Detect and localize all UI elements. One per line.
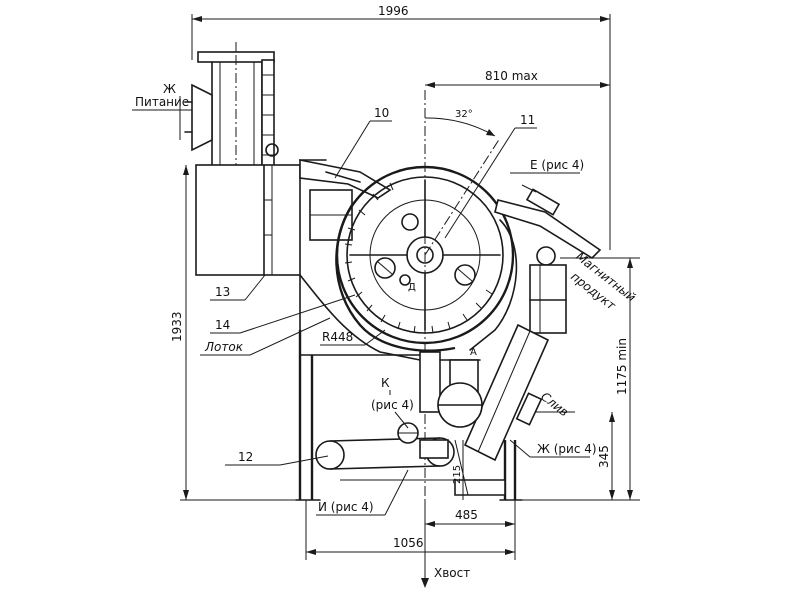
item-10-label: 10 (374, 106, 389, 120)
tray-label: Лоток (204, 340, 244, 354)
max-offset-label: 810 max (485, 69, 538, 83)
magnetic-product-chute (494, 184, 640, 334)
zh-top-label: Ж (163, 82, 176, 96)
dimension-345: 345 (597, 412, 615, 500)
k-ref-label-1: К (381, 376, 390, 390)
radius-label: R448 (322, 330, 353, 344)
dim-485-label: 485 (455, 508, 478, 522)
a-mark-label: А (470, 347, 477, 358)
drain-pipe (463, 323, 575, 462)
dimension-810-max: 810 max (425, 69, 610, 88)
drain-label: Слив (538, 389, 571, 419)
angle-label: 32° (455, 109, 473, 120)
dimension-overall-height: 1933 (170, 165, 300, 501)
k-ref-label-2: (рис 4) (371, 398, 414, 412)
dimension-485: 485 (424, 500, 516, 530)
dimension-overall-width: 1996 (191, 4, 611, 250)
overall-height-label: 1933 (170, 311, 184, 342)
frame (295, 330, 523, 501)
dim-345-label: 345 (597, 445, 611, 468)
zh-ref-label: Ж (рис 4) (537, 442, 597, 456)
separator-drum: 32° (299, 90, 518, 520)
item-14-label: 14 (215, 318, 230, 332)
feed-chute-10 (299, 159, 392, 241)
magnet-segments (344, 182, 493, 334)
tail-label: Хвост (434, 566, 470, 580)
e-ref-label: Е (рис 4) (530, 158, 584, 172)
overall-width-label: 1996 (378, 4, 409, 18)
dim-215-label: 215 (452, 465, 463, 484)
dimension-215: 215 (452, 440, 464, 500)
tail-outlet: Хвост (421, 520, 470, 588)
dimension-1175-min: 1175 min (515, 258, 640, 501)
item-11-label: 11 (520, 113, 535, 127)
tank-13 (195, 159, 327, 331)
d-mark-label: Д (408, 282, 416, 293)
item-12-label: 12 (238, 450, 253, 464)
i-ref-label: И (рис 4) (318, 500, 374, 514)
dim-1056-label: 1056 (393, 536, 424, 550)
lower-assembly (315, 382, 506, 496)
dimension-1056: 1056 (305, 500, 516, 560)
feed-pipe: Ж Питание (132, 42, 279, 275)
min-height-label: 1175 min (615, 338, 629, 395)
feed-label: Питание (135, 95, 189, 109)
item-13-label: 13 (215, 285, 230, 299)
